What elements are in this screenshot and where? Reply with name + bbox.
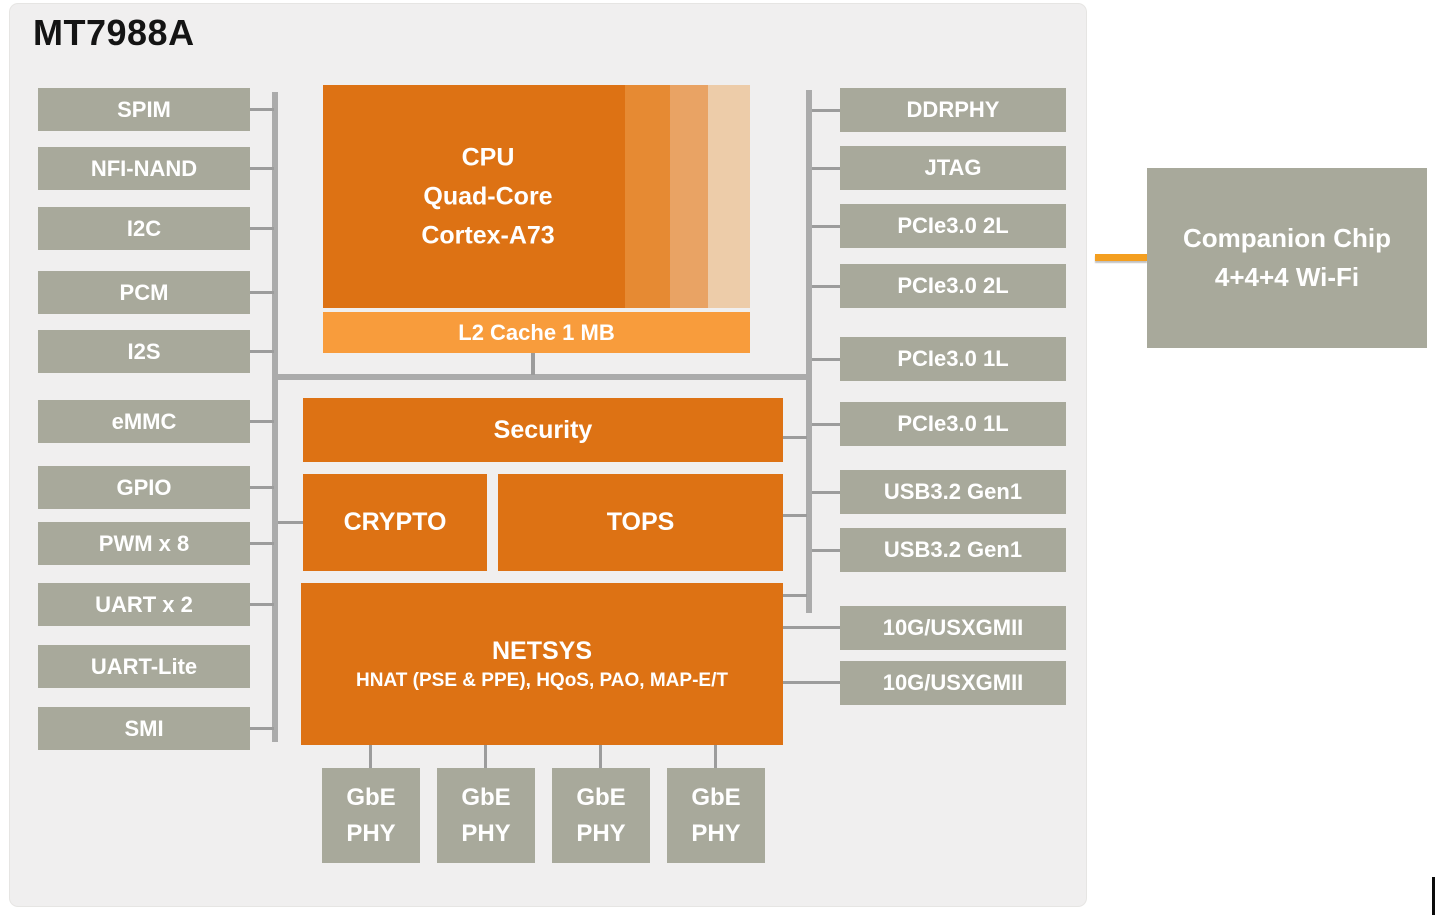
tops-block: TOPS bbox=[498, 474, 783, 571]
right-port-usb3-2-gen1-6: USB3.2 Gen1 bbox=[840, 470, 1066, 514]
left-port-uart-x-2: UART x 2 bbox=[38, 583, 250, 626]
left-bus bbox=[272, 92, 278, 742]
right-port-10g-usxgmii-8: 10G/USXGMII bbox=[840, 606, 1066, 650]
gbe-phy-stub bbox=[369, 745, 372, 769]
crypto-bus-stub bbox=[278, 521, 303, 524]
left-port-stub bbox=[250, 542, 274, 545]
netsys-subtitle: HNAT (PSE & PPE), HQoS, PAO, MAP-E/T bbox=[356, 670, 728, 691]
crypto-label: CRYPTO bbox=[343, 508, 447, 536]
right-port-10g-usxgmii-9: 10G/USXGMII bbox=[840, 661, 1066, 705]
left-port-stub bbox=[250, 486, 274, 489]
right-port-pcie3-0-1l-4: PCIe3.0 1L bbox=[840, 337, 1066, 381]
gbe-phy-stub bbox=[599, 745, 602, 769]
left-port-i2s: I2S bbox=[38, 330, 250, 373]
right-port-stub bbox=[812, 423, 840, 426]
gbe-phy-block-1: GbE PHY bbox=[322, 768, 420, 863]
netsys-title: NETSYS bbox=[491, 637, 593, 665]
gbe-phy-label-line2: PHY bbox=[461, 819, 511, 847]
right-port-jtag-1: JTAG bbox=[840, 146, 1066, 190]
gbe-phy-block-2: GbE PHY bbox=[437, 768, 535, 863]
gbe-phy-stub bbox=[484, 745, 487, 769]
left-port-spim: SPIM bbox=[38, 88, 250, 131]
gbe-phy-label-line2: PHY bbox=[691, 819, 741, 847]
security-bus-stub bbox=[783, 436, 807, 439]
tops-bus-stub bbox=[783, 514, 807, 517]
left-port-pwm-x-8: PWM x 8 bbox=[38, 522, 250, 565]
left-port-stub bbox=[250, 727, 274, 730]
cursor-artifact bbox=[1432, 877, 1435, 915]
l2-cache-bar: L2 Cache 1 MB bbox=[323, 312, 750, 353]
right-port-stub bbox=[812, 358, 840, 361]
left-port-smi: SMI bbox=[38, 707, 250, 750]
right-port-stub bbox=[812, 167, 840, 170]
left-port-stub bbox=[250, 167, 274, 170]
left-port-emmc: eMMC bbox=[38, 400, 250, 443]
netsys-10g-link bbox=[783, 681, 840, 684]
cpu-label-line2: Quad-Core bbox=[423, 182, 553, 210]
netsys-10g-link bbox=[783, 626, 840, 629]
security-block: Security bbox=[303, 398, 783, 462]
system-bus-line bbox=[272, 374, 812, 380]
right-port-stub bbox=[812, 491, 840, 494]
crypto-block: CRYPTO bbox=[303, 474, 487, 571]
gbe-phy-stub bbox=[714, 745, 717, 769]
l2-bus-stub bbox=[531, 353, 535, 375]
left-port-stub bbox=[250, 227, 274, 230]
right-port-stub bbox=[812, 549, 840, 552]
right-port-pcie3-0-1l-5: PCIe3.0 1L bbox=[840, 402, 1066, 446]
left-port-gpio: GPIO bbox=[38, 466, 250, 509]
left-port-stub bbox=[250, 420, 274, 423]
left-port-nfi-nand: NFI-NAND bbox=[38, 147, 250, 190]
left-port-uart-lite: UART-Lite bbox=[38, 645, 250, 688]
netsys-block: NETSYS HNAT (PSE & PPE), HQoS, PAO, MAP-… bbox=[301, 583, 783, 745]
cpu-label-line1: CPU bbox=[461, 143, 515, 171]
right-port-ddrphy-0: DDRPHY bbox=[840, 88, 1066, 132]
page-title: MT7988A bbox=[33, 12, 195, 53]
left-port-i2c: I2C bbox=[38, 207, 250, 250]
left-port-stub bbox=[250, 108, 274, 111]
cpu-block: CPU Quad-Core Cortex-A73 bbox=[323, 85, 750, 308]
gbe-phy-label-line1: GbE bbox=[691, 783, 741, 811]
left-port-stub bbox=[250, 291, 274, 294]
companion-connector-line bbox=[1095, 254, 1147, 261]
gbe-phy-label-line1: GbE bbox=[576, 783, 626, 811]
companion-chip-block: Companion Chip 4+4+4 Wi-Fi bbox=[1147, 168, 1427, 348]
gbe-phy-block-4: GbE PHY bbox=[667, 768, 765, 863]
companion-chip-line1: Companion Chip bbox=[1183, 223, 1391, 253]
right-port-stub bbox=[812, 285, 840, 288]
netsys-bus-stub bbox=[783, 594, 807, 597]
gbe-phy-label-line2: PHY bbox=[576, 819, 626, 847]
cpu-label: CPU Quad-Core Cortex-A73 bbox=[323, 138, 653, 255]
right-port-pcie3-0-2l-3: PCIe3.0 2L bbox=[840, 264, 1066, 308]
left-port-stub bbox=[250, 350, 274, 353]
companion-chip-line2: 4+4+4 Wi-Fi bbox=[1214, 262, 1360, 292]
gbe-phy-label-line1: GbE bbox=[461, 783, 511, 811]
tops-label: TOPS bbox=[606, 508, 675, 536]
security-label: Security bbox=[493, 415, 593, 444]
right-bus bbox=[806, 90, 812, 613]
gbe-phy-label-line1: GbE bbox=[346, 783, 396, 811]
right-port-stub bbox=[812, 109, 840, 112]
cpu-label-line3: Cortex-A73 bbox=[421, 221, 555, 249]
right-port-stub bbox=[812, 225, 840, 228]
gbe-phy-block-3: GbE PHY bbox=[552, 768, 650, 863]
left-port-pcm: PCM bbox=[38, 271, 250, 314]
l2-cache-label: L2 Cache 1 MB bbox=[458, 319, 615, 345]
right-port-usb3-2-gen1-7: USB3.2 Gen1 bbox=[840, 528, 1066, 572]
right-port-pcie3-0-2l-2: PCIe3.0 2L bbox=[840, 204, 1066, 248]
gbe-phy-label-line2: PHY bbox=[346, 819, 396, 847]
left-port-stub bbox=[250, 603, 274, 606]
